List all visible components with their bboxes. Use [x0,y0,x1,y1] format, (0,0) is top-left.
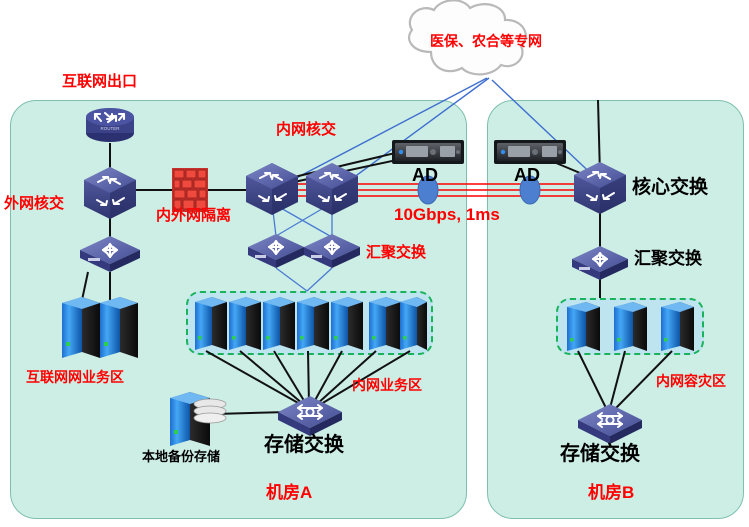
ad-left-label: AD [412,165,438,185]
cloud-uplinks [280,77,601,187]
room-b-label: 机房B [588,483,635,502]
room-a-label: 机房A [266,483,313,502]
ad-appliance-right-icon [494,140,566,205]
server-tower [369,297,401,350]
storage-switch-a-icon [278,396,342,436]
external-core-switch-icon [84,167,136,219]
external-core-switch-label: 外网核交 [4,195,65,212]
core-switch-b-icon [574,162,626,214]
server-tower [100,297,138,358]
aggregation-switch-a-1-icon [248,234,304,268]
storage-switch-b-label: 存储交换 [560,443,640,465]
internet-business-servers [62,297,138,358]
server-tower [62,297,100,358]
storage-switch-a-label: 存储交换 [264,434,344,456]
backup-storage-icon [170,392,227,446]
isolation-label: 内外网隔离 [156,207,232,224]
server-tower [567,302,600,351]
internet-exit-label: 互联网出口 [62,73,138,90]
internet-router-icon: ROUTER [86,108,134,142]
cloud-label: 医保、农合等专网 [430,33,542,49]
aggregation-switch-a-label: 汇聚交换 [366,244,427,261]
disk-stack-icon [193,398,227,424]
external-access-switch-icon [80,236,140,272]
aggregation-switch-a-2-icon [304,234,360,268]
server-tower [331,297,363,350]
server-tower [263,297,295,350]
dr-zone-label: 内网容灾区 [656,373,726,389]
intranet-business-zone-label: 内网业务区 [352,377,422,393]
ad-right-label: AD [514,165,540,185]
aggregation-switch-b-icon [572,246,628,280]
backup-storage-label: 本地备份存储 [142,449,221,464]
ad-appliance-left-icon [392,140,464,205]
internal-core-switch-2-icon [306,163,358,215]
intranet-business-servers [195,297,427,350]
internal-core-switch-label: 内网核交 [276,121,337,138]
internet-business-zone-label: 互联网网业务区 [26,369,124,385]
dr-zone-servers [567,302,694,351]
server-tower [297,297,329,350]
aggregation-switch-b-label: 汇聚交换 [634,249,702,268]
server-tower [614,302,647,351]
server-tower [229,297,261,350]
external-private-network-cloud [407,0,527,76]
core-switch-b-label: 核心交换 [632,177,709,198]
internal-core-switch-1-icon [246,163,298,215]
server-tower [400,297,427,350]
svg-text:ROUTER: ROUTER [101,126,121,131]
firewall-icon [172,168,208,212]
link-speed-label: 10Gbps, 1ms [394,205,500,224]
storage-switch-b-icon [578,404,642,444]
server-tower [661,302,694,351]
server-tower [195,297,227,350]
